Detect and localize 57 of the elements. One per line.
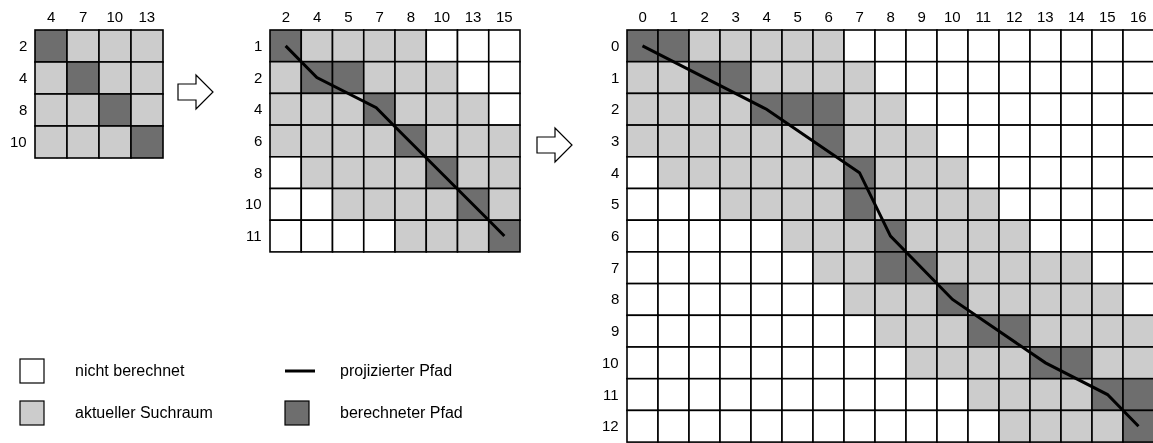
axis-label: 1	[669, 8, 678, 26]
axis-label: 8	[406, 8, 415, 26]
axis-label: 10	[602, 353, 619, 372]
axis-label: 2	[611, 100, 620, 119]
legend-text: projizierter Pfad	[340, 362, 453, 380]
axis-label: 1	[254, 36, 263, 55]
axis-label: 7	[611, 258, 620, 277]
axis-label: 2	[19, 37, 28, 55]
axis-label: 4	[47, 8, 56, 26]
axis-label: 2	[700, 8, 709, 26]
axis-label: 3	[611, 131, 620, 150]
axis-label: 16	[1130, 8, 1147, 26]
axis-label: 6	[824, 8, 833, 26]
axis-label: 4	[762, 8, 771, 26]
axis-label: 10	[944, 8, 961, 26]
axis-label: 4	[611, 163, 620, 182]
axis-label: 11	[603, 385, 619, 404]
axis-label: 14	[1068, 8, 1085, 26]
axis-label: 7	[79, 8, 88, 26]
axis-label: 13	[138, 8, 156, 26]
axis-label: 5	[793, 8, 802, 26]
axis-label: 2	[281, 8, 290, 26]
legend-text: nicht berechnet	[75, 362, 185, 380]
axis-label: 10	[106, 8, 124, 26]
axis-label: 9	[611, 322, 620, 341]
axis-label: 2	[254, 68, 263, 87]
axis-label: 12	[1006, 8, 1023, 26]
axis-label: 10	[10, 133, 27, 151]
axis-label: 10	[433, 8, 451, 26]
axis-label: 0	[638, 8, 647, 26]
axis-label: 15	[1099, 8, 1116, 26]
legend-text: berechneter Pfad	[340, 404, 463, 422]
axis-label: 6	[254, 131, 263, 150]
axis-label: 4	[254, 100, 263, 119]
axis-label: 7	[855, 8, 864, 26]
axis-label: 11	[246, 227, 262, 246]
axis-label: 11	[975, 8, 992, 26]
axis-label: 13	[1037, 8, 1054, 26]
axis-label: 8	[611, 290, 620, 309]
axis-label: 4	[19, 69, 28, 87]
axis-label: 0	[611, 36, 620, 55]
axis-label: 5	[611, 195, 620, 214]
axis-label: 7	[375, 8, 384, 26]
axis-label: 6	[611, 227, 620, 246]
axis-label: 4	[312, 8, 322, 26]
axis-label: 9	[917, 8, 926, 26]
legend-text: aktueller Suchraum	[75, 404, 213, 422]
axis-label: 15	[495, 8, 513, 26]
axis-label: 5	[344, 8, 353, 26]
axis-label: 8	[254, 163, 263, 182]
axis-label: 8	[886, 8, 895, 26]
axis-label: 13	[464, 8, 482, 26]
axis-label: 3	[731, 8, 740, 26]
axis-label: 1	[611, 68, 620, 87]
axis-label: 12	[602, 417, 619, 436]
axis-label: 10	[245, 195, 262, 214]
axis-label: 8	[19, 101, 28, 119]
